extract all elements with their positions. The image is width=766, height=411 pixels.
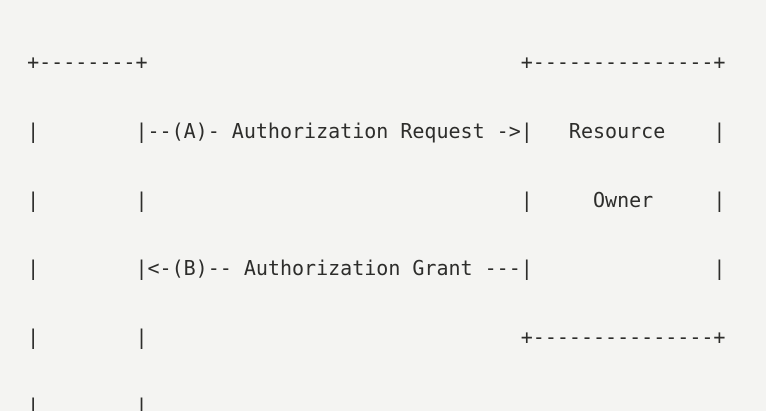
ascii-line-client-side: | | bbox=[3, 393, 148, 411]
ascii-line-resource-owner: | | | Owner | bbox=[3, 187, 726, 212]
ascii-line-top-borders: +--------+ +---------------+ bbox=[3, 50, 726, 75]
ascii-line-step-a: | |--(A)- Authorization Request ->| Reso… bbox=[3, 119, 726, 144]
ascii-line-step-b: | |<-(B)-- Authorization Grant ---| | bbox=[3, 256, 726, 281]
ascii-line-box1-bottom: | | +---------------+ bbox=[3, 325, 726, 350]
